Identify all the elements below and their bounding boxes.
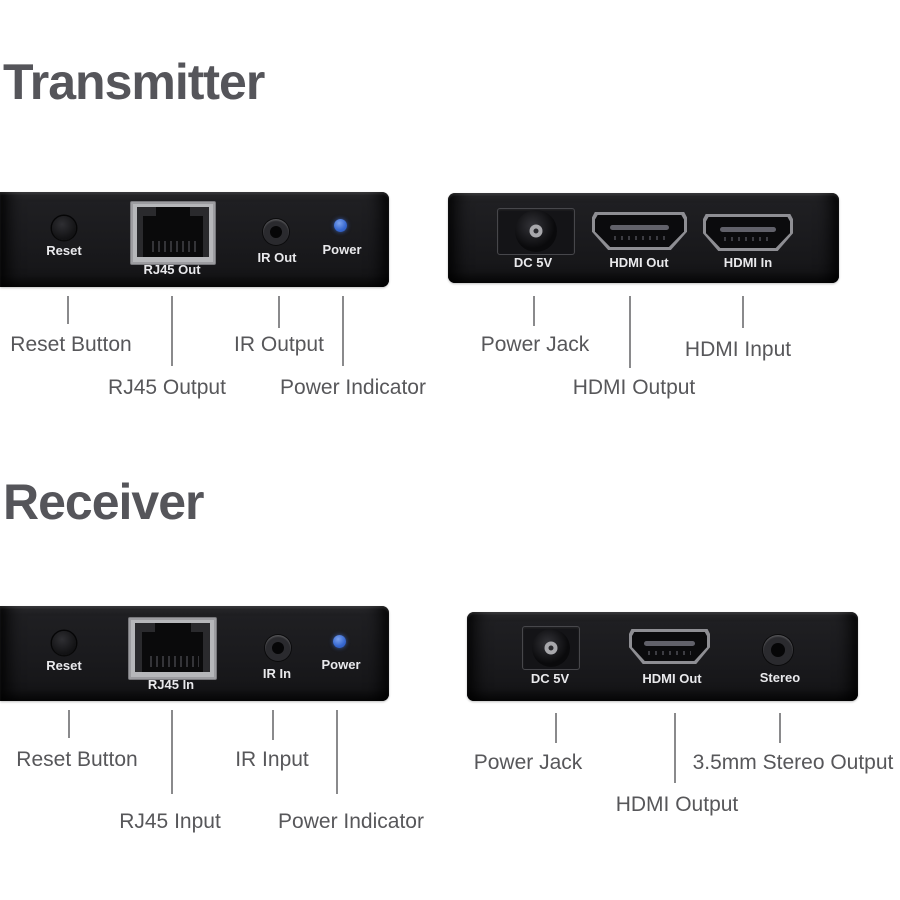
callout-hdmi-output: HDMI Output [572, 376, 696, 399]
rj45-opening [135, 623, 210, 672]
callout-power-jack: Power Jack [480, 333, 590, 356]
dc-jack [515, 210, 557, 252]
callout-line-hdmi-out [629, 296, 631, 368]
hdmi-cavity [632, 632, 707, 661]
callout-power-indicator: Power Indicator [280, 376, 426, 399]
callout-line-reset [68, 710, 70, 738]
callout-ir-input: IR Input [235, 748, 309, 771]
callout-reset-button: Reset Button [16, 748, 138, 771]
transmitter-front-panel: Reset RJ45 Out IR Out Power [0, 192, 389, 287]
transmitter-heading: Transmitter [3, 54, 265, 110]
ir-port-label: IR Out [257, 250, 297, 265]
hdmi-pin-slot [610, 224, 669, 230]
callout-rj45-input: RJ45 Input [119, 810, 221, 833]
reset-port-label: Reset [46, 658, 82, 673]
callout-line-ir [278, 296, 280, 328]
power-led [334, 219, 347, 232]
reset-port-label: Reset [46, 243, 82, 258]
hdmi-pin-ticks [723, 236, 773, 241]
callout-line-hdmi-in [742, 296, 744, 328]
dc-jack [532, 629, 570, 667]
callout-line-power [342, 296, 344, 366]
hdmi-pin-slot [720, 226, 776, 232]
dc-jack-recess [522, 626, 580, 670]
callout-power-indicator: Power Indicator [278, 810, 424, 833]
callout-stereo-output: 3.5mm Stereo Output [692, 751, 894, 774]
callout-line-rj45 [171, 710, 173, 794]
callout-line-reset [67, 296, 69, 324]
hdmi-in-label: HDMI In [723, 255, 773, 270]
callout-reset-button: Reset Button [10, 333, 132, 356]
dc-jack-pin [529, 224, 543, 238]
receiver-front-panel: Reset RJ45 In IR In Power [0, 606, 389, 701]
ir-jack [263, 219, 289, 245]
callout-hdmi-input: HDMI Input [684, 338, 792, 361]
stereo-jack [763, 635, 793, 665]
transmitter-back-panel: DC 5V HDMI Out HDMI In [448, 193, 839, 283]
receiver-back-panel: DC 5V HDMI Out Stereo [467, 612, 858, 701]
stereo-port-label: Stereo [759, 670, 801, 685]
hdmi-out-port [592, 212, 687, 250]
callout-line-rj45 [171, 296, 173, 366]
hdmi-pin-ticks [613, 235, 666, 240]
power-led [333, 635, 346, 648]
hdmi-cavity [595, 215, 684, 247]
callout-line-power-jack [533, 296, 535, 326]
power-led-label: Power [322, 242, 362, 257]
callout-hdmi-output: HDMI Output [615, 793, 739, 816]
callout-rj45-output: RJ45 Output [108, 376, 226, 399]
callout-line-power-jack [555, 713, 557, 743]
hdmi-cavity [706, 217, 790, 248]
callout-ir-output: IR Output [234, 333, 324, 356]
rj45-opening [137, 207, 209, 257]
rj45-port [128, 617, 217, 680]
rj45-port-label: RJ45 In [147, 677, 195, 692]
rj45-pins [147, 241, 199, 252]
callout-line-stereo [779, 713, 781, 743]
reset-button [52, 216, 76, 240]
rj45-port-label: RJ45 Out [143, 262, 201, 277]
callout-power-jack: Power Jack [473, 751, 583, 774]
hdmi-out-port [629, 629, 710, 664]
power-led-label: Power [321, 657, 361, 672]
hdmi-out-label: HDMI Out [642, 671, 702, 686]
hdmi-in-port [703, 214, 793, 251]
dc-jack-recess [497, 208, 575, 255]
dc-port-label: DC 5V [530, 671, 570, 686]
callout-line-hdmi-out [674, 713, 676, 783]
hdmi-pin-ticks [647, 650, 692, 655]
reset-button [52, 631, 76, 655]
hdmi-out-label: HDMI Out [609, 255, 669, 270]
callout-line-power [336, 710, 338, 794]
ir-port-label: IR In [262, 666, 292, 681]
callout-line-ir [272, 710, 274, 740]
receiver-heading: Receiver [3, 474, 204, 530]
rj45-tab [155, 207, 191, 218]
hdmi-pin-slot [644, 640, 695, 646]
rj45-port [130, 201, 216, 265]
ir-jack [265, 635, 291, 661]
dc-jack-pin [544, 641, 558, 655]
rj45-pins [146, 656, 199, 667]
rj45-tab [154, 623, 191, 634]
dc-port-label: DC 5V [513, 255, 553, 270]
